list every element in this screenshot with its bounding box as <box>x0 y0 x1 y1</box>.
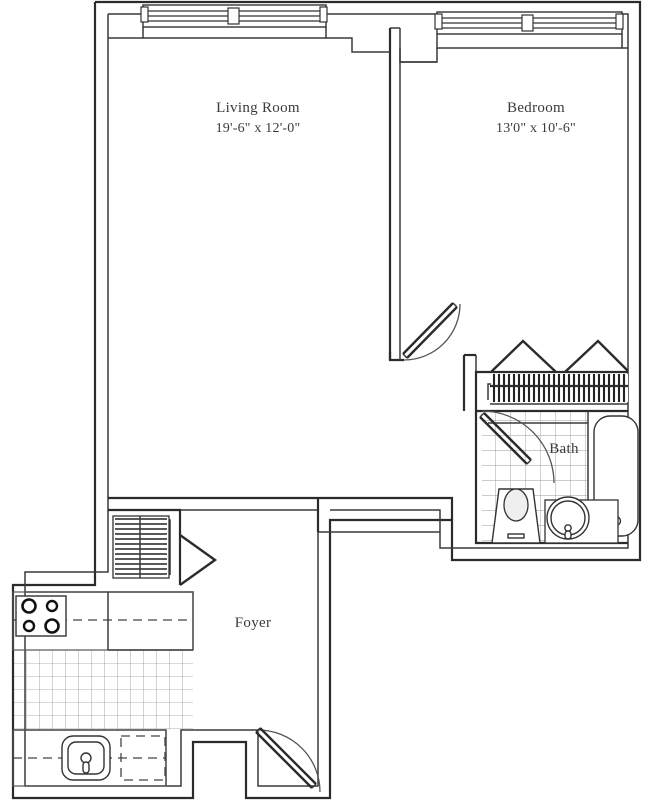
bath-room <box>474 409 639 545</box>
closet-bifold-door-left[interactable] <box>490 339 557 373</box>
partition-living-bedroom <box>388 27 404 362</box>
living-room-window <box>108 4 390 53</box>
bedroom-window <box>399 11 628 63</box>
exterior-walls <box>11 0 642 800</box>
living-room-label: Living Room <box>216 100 300 116</box>
bedroom-dimensions: 13'0" x 10'-6" <box>496 121 576 136</box>
entry-door[interactable] <box>255 727 321 793</box>
range-cooktop <box>15 595 67 637</box>
kitchen-floor-tile <box>13 650 193 730</box>
dishwasher-outline <box>120 735 166 781</box>
partition-foyer-bath <box>318 496 454 532</box>
bedroom-label: Bedroom <box>507 100 565 116</box>
foyer-closet <box>108 508 218 586</box>
bathroom-sink <box>544 496 619 544</box>
foyer-label: Foyer <box>235 615 272 631</box>
bedroom-closets <box>474 339 629 411</box>
kitchen-sink <box>61 735 111 781</box>
bedroom-door[interactable] <box>402 302 461 361</box>
living-room-dimensions: 19'-6" x 12'-0" <box>216 121 301 136</box>
kitchen <box>12 591 194 787</box>
partition-bedroom-hall <box>462 353 477 411</box>
toilet <box>491 488 541 544</box>
bath-door[interactable] <box>479 410 555 484</box>
closet-bifold-door-right[interactable] <box>564 339 629 373</box>
foyer-closet-bifold-door[interactable] <box>179 534 218 586</box>
room-labels: Living Room 19'-6" x 12'-0" Bedroom 13'0… <box>216 100 579 631</box>
foyer-closet-rod-hatch <box>115 518 167 575</box>
closet-rod-hatch <box>492 374 626 402</box>
bath-label: Bath <box>549 441 579 457</box>
